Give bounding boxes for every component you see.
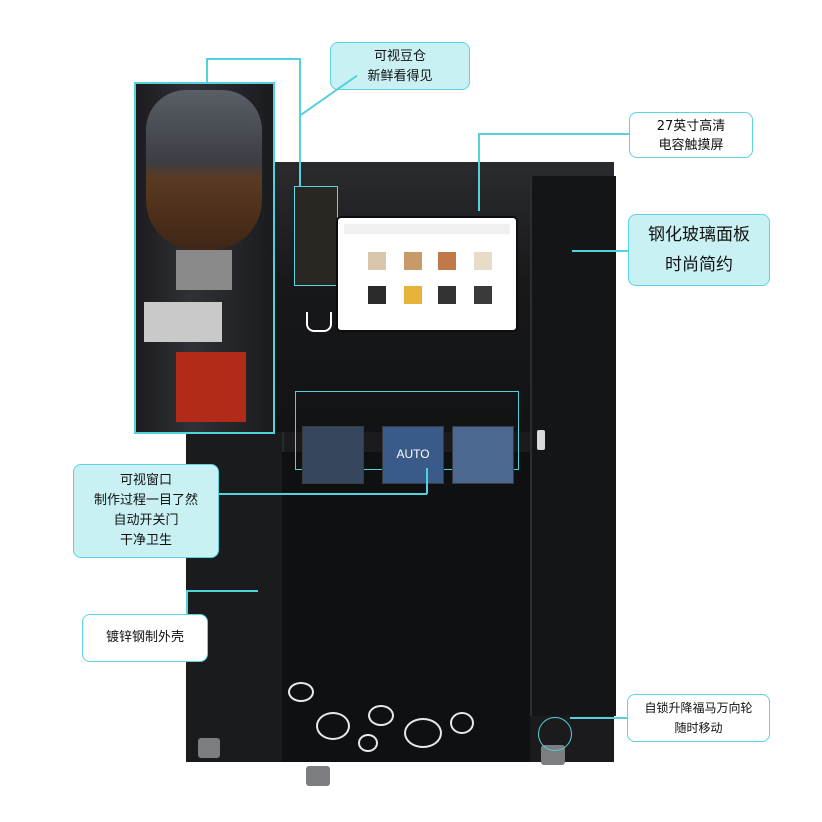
connector xyxy=(299,58,301,186)
connector xyxy=(186,590,258,592)
connector xyxy=(219,493,427,495)
callout-window: 可视窗口 制作过程一目了然 自动开关门 干净卫生 xyxy=(73,464,219,558)
touch-screen xyxy=(338,218,516,330)
connector xyxy=(570,717,627,719)
connector xyxy=(478,133,480,211)
callout-wheels: 自锁升降福马万向轮 随时移动 xyxy=(627,694,770,742)
drink-tile xyxy=(438,286,456,304)
callout-shell: 镀锌钢制外壳 xyxy=(82,614,208,662)
bean-icon xyxy=(316,712,350,740)
callout-line: 随时移动 xyxy=(674,721,723,735)
wheel xyxy=(198,738,220,758)
callout-line: 钢化玻璃面板 xyxy=(648,225,750,245)
callout-glass: 钢化玻璃面板 时尚简约 xyxy=(628,214,770,286)
hopper-zoom-photo xyxy=(134,82,275,434)
drink-tile xyxy=(474,252,492,270)
grinder-block xyxy=(144,302,222,342)
callout-line: 新鲜看得见 xyxy=(367,69,433,84)
callout-bean-hopper: 可视豆仓 新鲜看得见 xyxy=(330,42,470,90)
cup-icon xyxy=(306,312,332,332)
callout-line: 镀锌钢制外壳 xyxy=(105,630,184,645)
hopper-glass xyxy=(146,90,262,250)
bean-icon xyxy=(368,705,394,726)
callout-line: 制作过程一目了然 xyxy=(93,493,198,508)
callout-line: 自锁升降福马万向轮 xyxy=(644,701,753,715)
window-middle: AUTO xyxy=(382,426,444,484)
auto-label: AUTO xyxy=(396,447,430,461)
connector xyxy=(186,590,188,614)
lower-cabinet xyxy=(282,452,530,762)
callout-line: 27英寸高清 xyxy=(656,119,726,134)
connector xyxy=(426,468,428,494)
wheel xyxy=(306,766,330,786)
screen-topbar xyxy=(344,224,510,234)
window-left xyxy=(302,426,364,484)
callout-line: 可视豆仓 xyxy=(373,49,426,64)
connector xyxy=(206,58,300,60)
bean-icon xyxy=(450,712,474,734)
bean-icon xyxy=(288,682,314,702)
door-handle xyxy=(537,430,545,450)
callout-line: 可视窗口 xyxy=(119,473,172,488)
connector xyxy=(206,58,208,82)
bean-icon xyxy=(358,734,378,752)
callout-screen: 27英寸高清 电容触摸屏 xyxy=(629,112,753,158)
wheel-highlight xyxy=(538,717,572,751)
callout-line: 时尚简约 xyxy=(665,255,733,275)
hopper-window xyxy=(294,186,338,286)
connector xyxy=(299,74,358,117)
drink-tile xyxy=(368,286,386,304)
callout-line: 干净卫生 xyxy=(119,533,172,548)
callout-line: 电容触摸屏 xyxy=(658,138,724,153)
connector xyxy=(572,250,628,252)
drink-tile xyxy=(474,286,492,304)
connector xyxy=(478,133,629,135)
hopper-collar xyxy=(176,250,232,290)
drink-tile xyxy=(438,252,456,270)
callout-line: 自动开关门 xyxy=(113,513,179,528)
window-right xyxy=(452,426,514,484)
drink-tile xyxy=(368,252,386,270)
bean-icon xyxy=(404,718,442,748)
red-dispenser xyxy=(176,352,246,422)
drink-tile xyxy=(404,286,422,304)
drink-tile xyxy=(404,252,422,270)
